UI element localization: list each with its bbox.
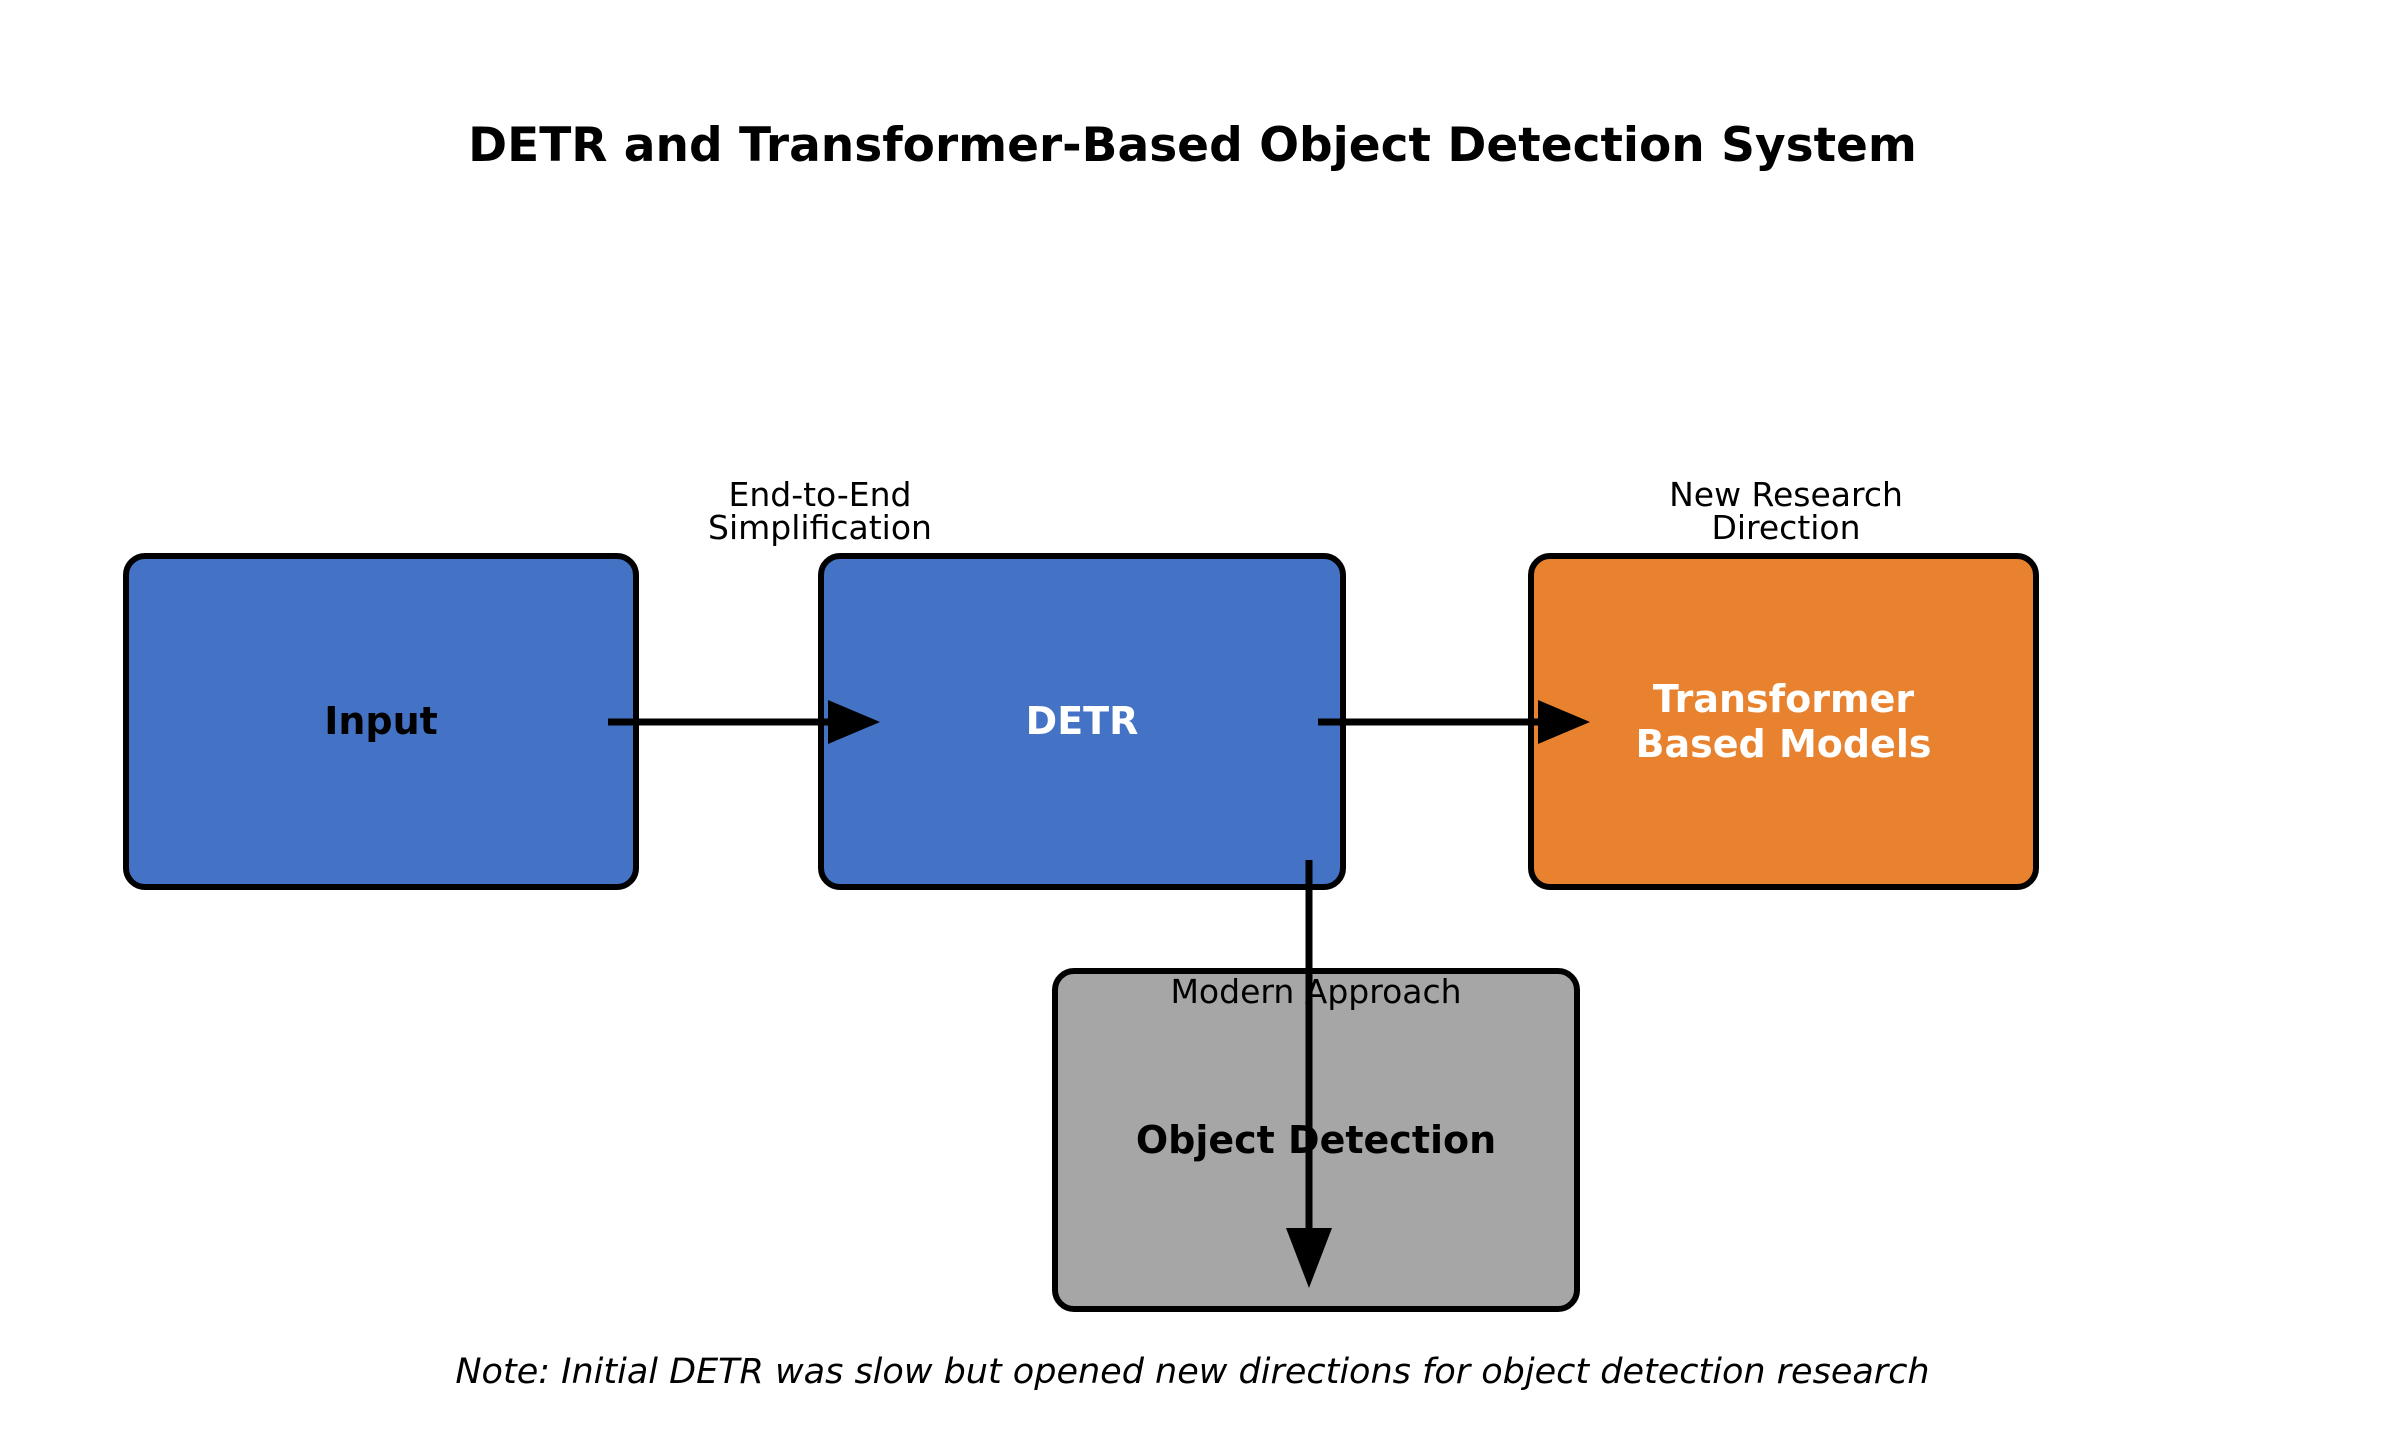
footer-note: Note: Initial DETR was slow but opened n…	[455, 1352, 1930, 1392]
node-detr-label: DETR	[1025, 699, 1139, 744]
edge-label-detr-to-object-detection: Modern Approach	[1170, 972, 1462, 1011]
node-object-detection-label: Object Detection	[1135, 1117, 1497, 1162]
node-transformer-based-models-label: Transformer Based Models	[1635, 676, 1932, 766]
node-input[interactable]: Input	[123, 553, 639, 890]
node-detr[interactable]: DETR	[818, 553, 1346, 890]
page-title: DETR and Transformer-Based Object Detect…	[468, 118, 1917, 173]
node-input-label: Input	[324, 699, 438, 744]
edge-label-detr-to-transformer: New Research Direction	[1669, 475, 1903, 547]
node-object-detection[interactable]: Object Detection	[1052, 968, 1580, 1312]
node-transformer-based-models[interactable]: Transformer Based Models	[1528, 553, 2039, 890]
edge-label-input-to-detr: End-to-End Simplification	[708, 475, 932, 547]
